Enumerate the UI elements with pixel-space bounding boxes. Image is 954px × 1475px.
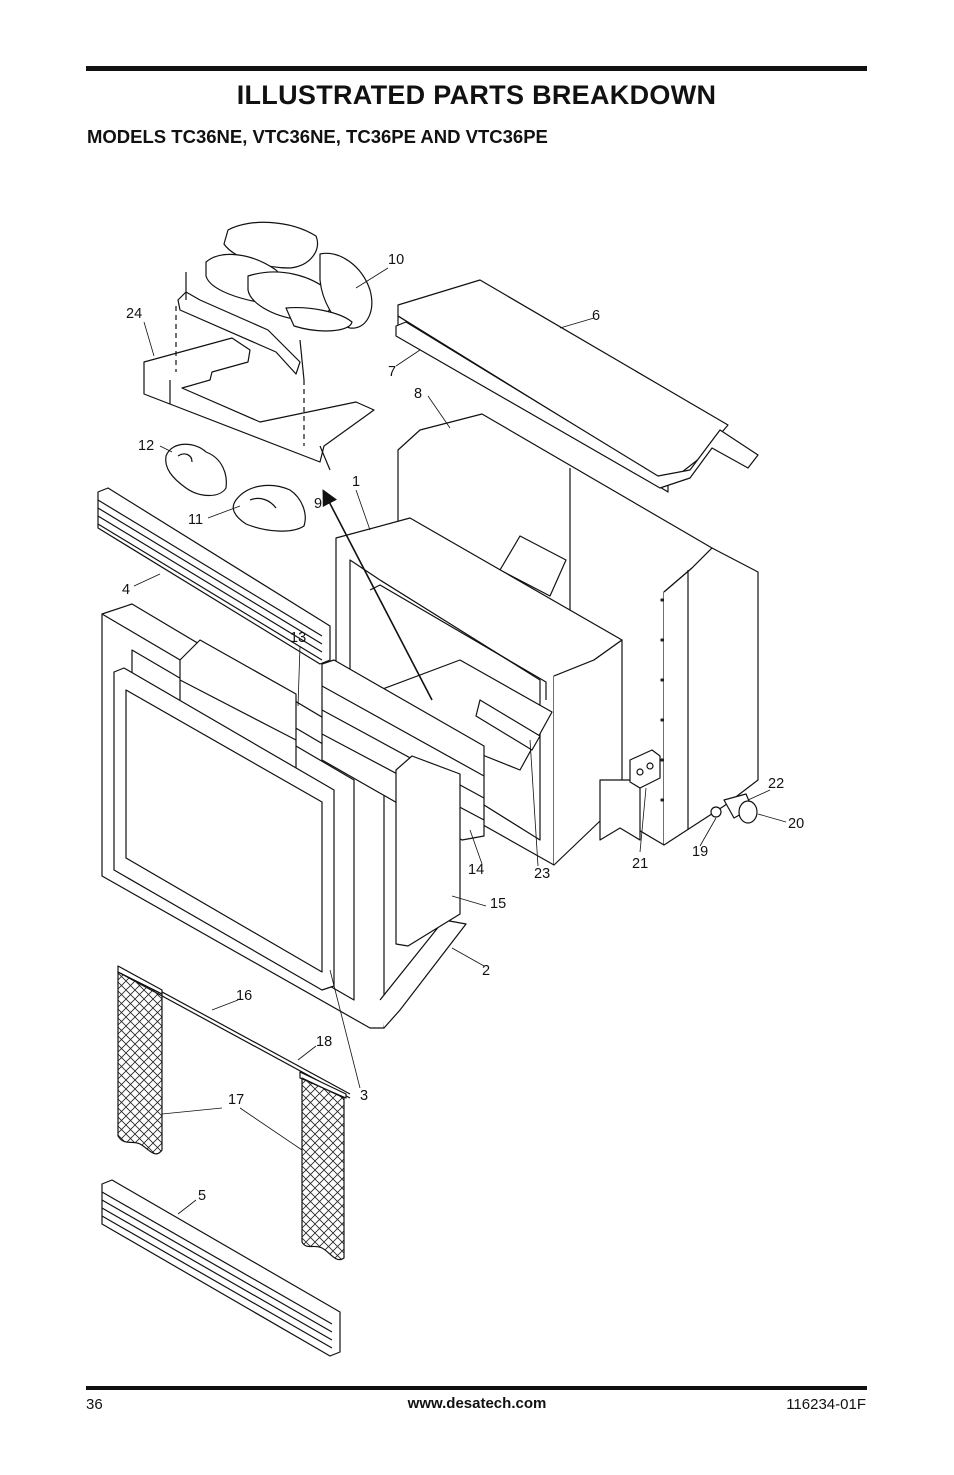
- callout-13: 13: [290, 630, 306, 646]
- ember-rocks-part-11: [232, 484, 306, 532]
- page-title: ILLUSTRATED PARTS BREAKDOWN: [236, 80, 717, 110]
- side-panel-part-15: [395, 755, 461, 947]
- callout-4: 4: [122, 582, 130, 598]
- screen-mesh-part-17: [117, 971, 345, 1261]
- callout-14: 14: [468, 862, 484, 878]
- document-number: 116234-01F: [786, 1396, 866, 1413]
- callout-11: 11: [188, 512, 203, 528]
- callout-18: 18: [316, 1034, 332, 1050]
- knob-part-19: [710, 806, 722, 818]
- callout-24: 24: [126, 306, 142, 322]
- log-set-part-10: [175, 221, 373, 446]
- callout-12: 12: [138, 438, 154, 454]
- top-louver-part-4: [97, 487, 331, 665]
- header-rule: [86, 66, 867, 71]
- callout-8: 8: [414, 386, 422, 402]
- page-number: 36: [86, 1396, 103, 1413]
- leader-lines: [133, 267, 787, 1215]
- callout-16: 16: [236, 988, 252, 1004]
- callout-6: 6: [592, 308, 600, 324]
- website-link[interactable]: www.desatech.com: [407, 1395, 547, 1412]
- callout-1: 1: [352, 474, 360, 490]
- callout-10: 10: [388, 252, 404, 268]
- ember-rocks-part-12: [165, 443, 227, 497]
- models-subtitle: MODELS TC36NE, VTC36NE, TC36PE AND VTC36…: [87, 126, 548, 147]
- junction-box-part-21: [629, 749, 661, 789]
- cap-part-20: [738, 800, 758, 824]
- callout-23: 23: [534, 866, 550, 882]
- callout-2: 2: [482, 963, 490, 979]
- callout-20: 20: [788, 816, 804, 832]
- footer-rule: [86, 1386, 867, 1390]
- callout-3: 3: [360, 1088, 368, 1104]
- callout-15: 15: [490, 896, 506, 912]
- callout-9: 9: [314, 496, 322, 512]
- callout-7: 7: [388, 364, 396, 380]
- callout-5: 5: [198, 1188, 206, 1204]
- callout-19: 19: [692, 844, 708, 860]
- callout-17: 17: [228, 1092, 244, 1108]
- callout-22: 22: [768, 776, 784, 792]
- bottom-louver-part-5: [101, 1179, 341, 1357]
- grate-tray-part-24: [143, 337, 375, 471]
- callout-labels: 1 2 3 4 5 6 7 8 9 10 11 12 13 14 15 16 1…: [122, 252, 804, 1204]
- assembly-arrow: [322, 489, 433, 701]
- top-seal-strip-part-7: [395, 321, 759, 489]
- callout-21: 21: [632, 856, 648, 872]
